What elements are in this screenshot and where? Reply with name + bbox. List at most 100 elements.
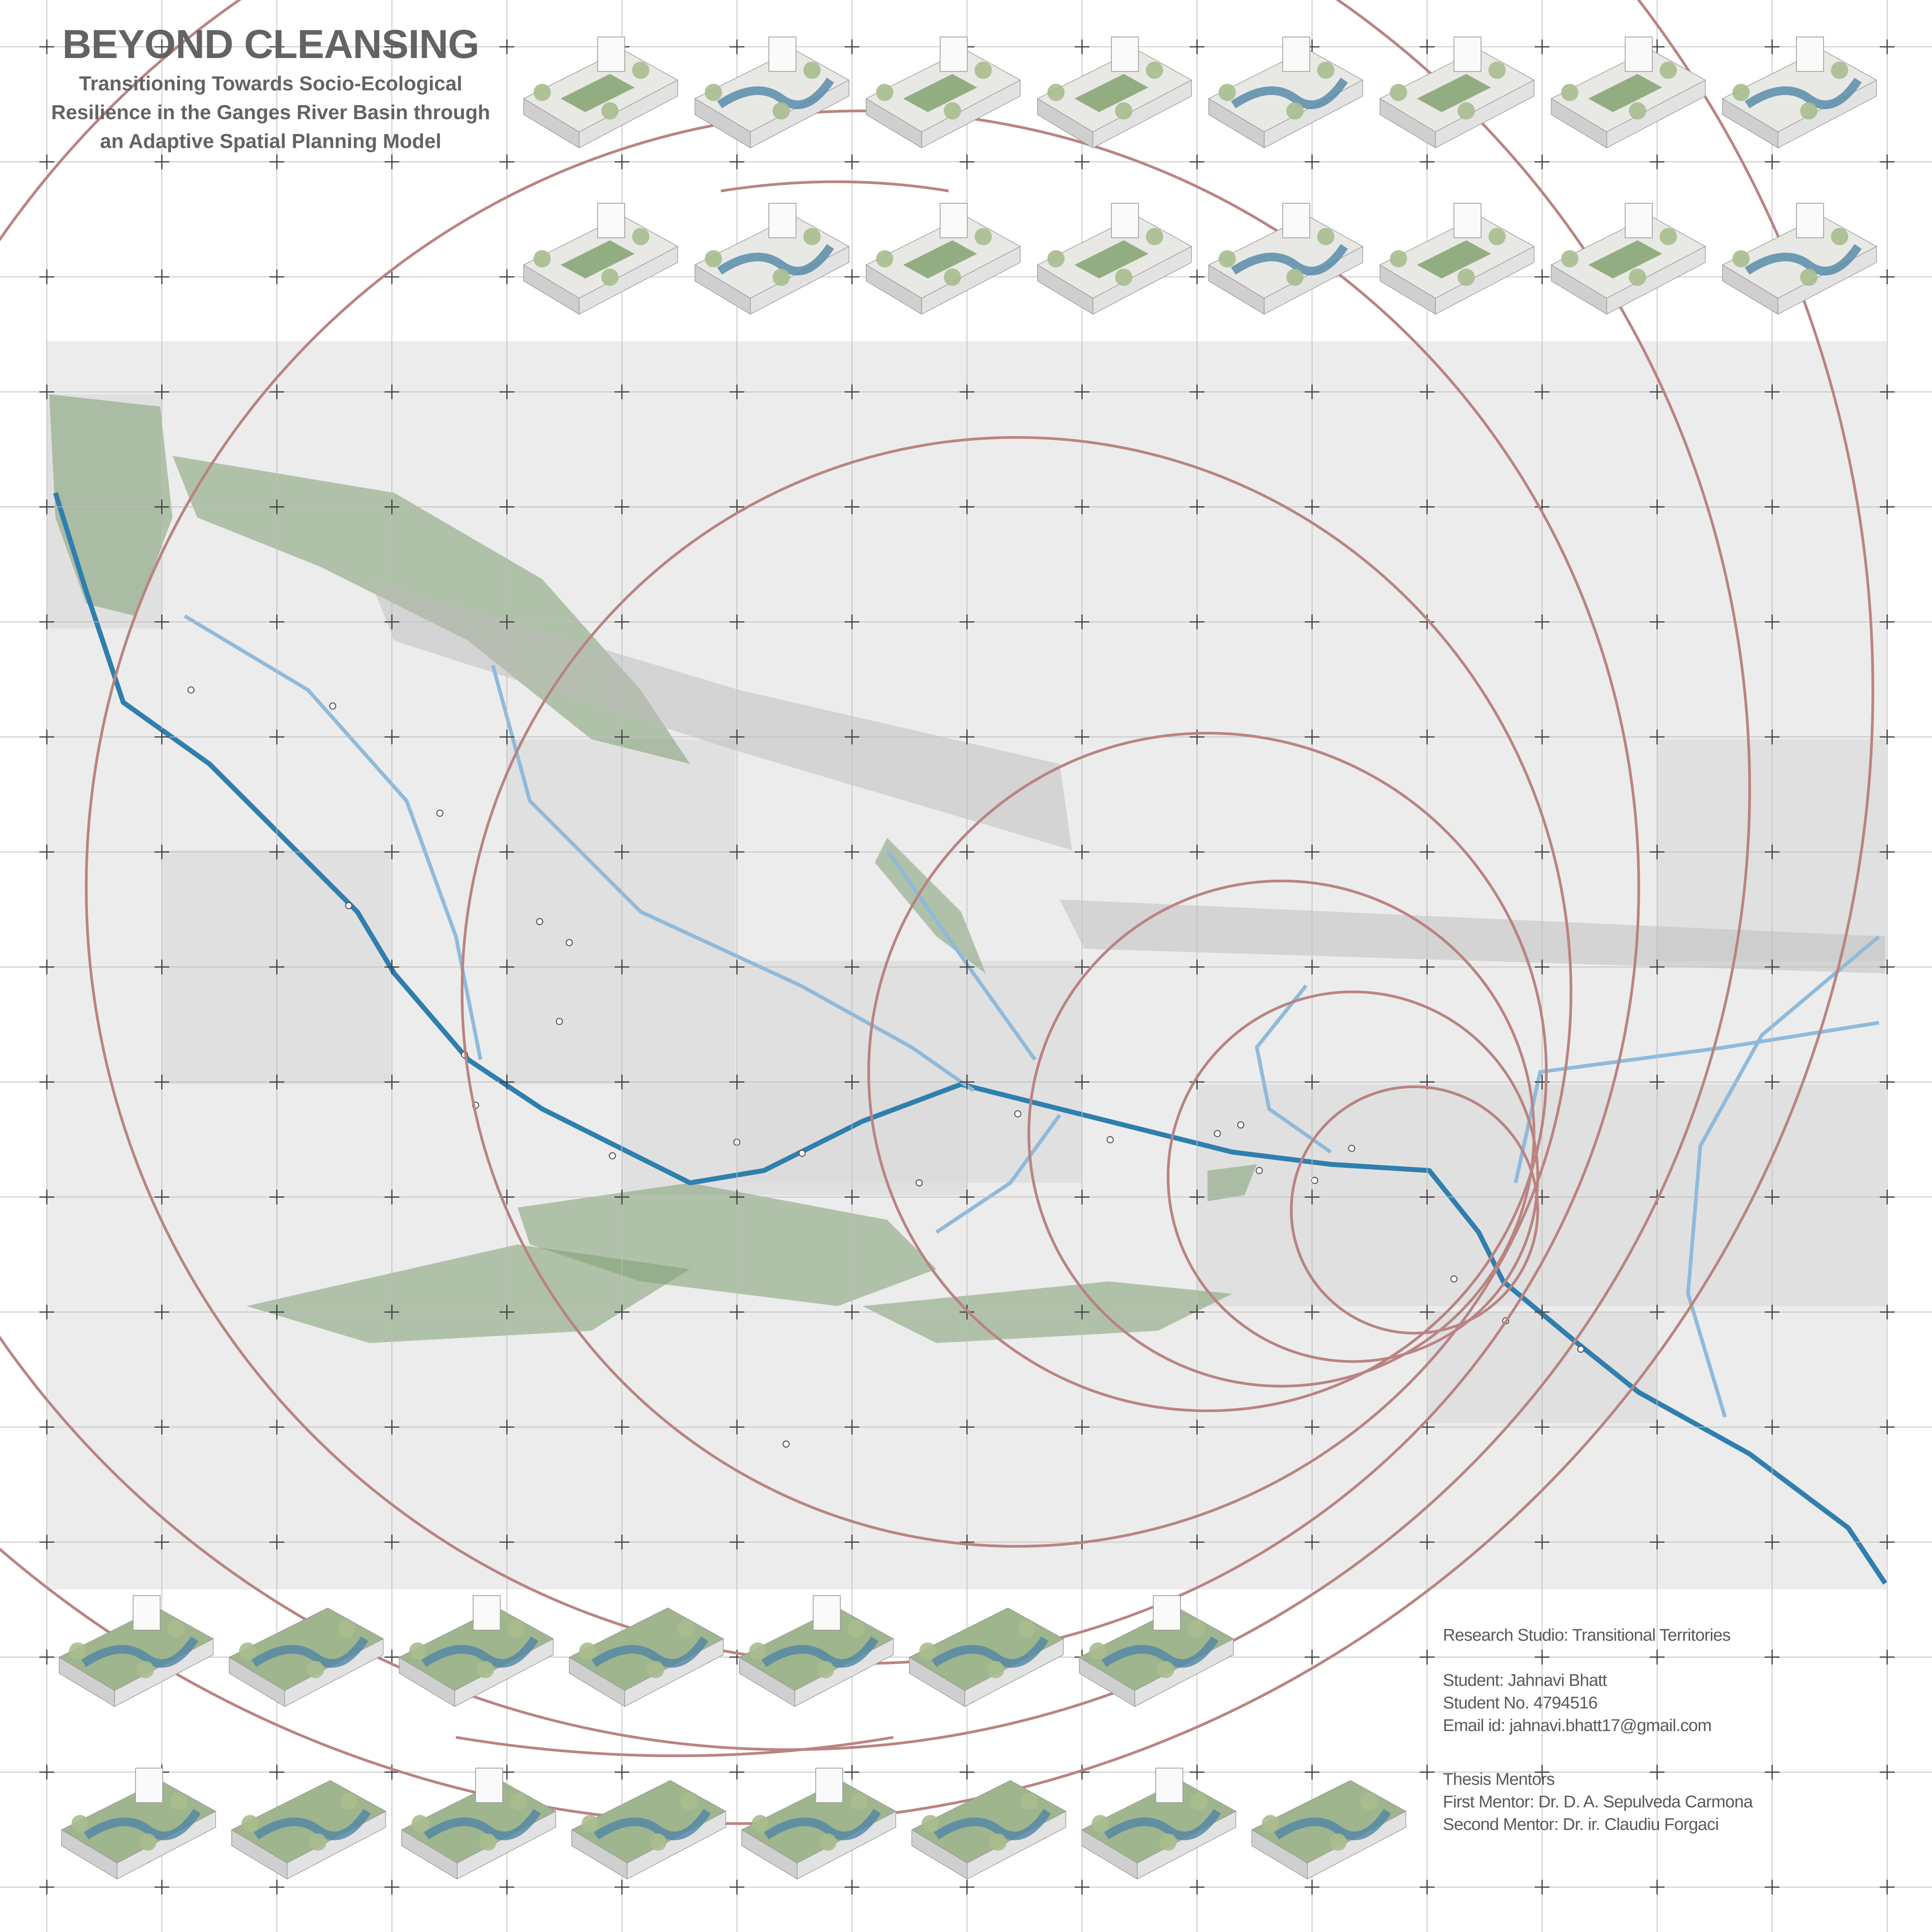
grid-cross <box>1650 729 1665 745</box>
scene-tree <box>1115 102 1132 120</box>
scene-building <box>1625 36 1653 72</box>
grid-cross <box>844 960 859 975</box>
scene-tree <box>239 1642 257 1660</box>
isometric-scene <box>523 36 678 149</box>
grid-cross <box>1650 1765 1665 1780</box>
grid-cross <box>1765 844 1780 859</box>
isometric-scene <box>1379 203 1535 315</box>
scene-tree <box>579 1642 597 1660</box>
scene-green <box>1074 240 1148 279</box>
grid-cross <box>614 1879 629 1895</box>
grid-cross <box>1420 1420 1435 1435</box>
grid-cross <box>1305 1650 1320 1665</box>
poster-title: BEYOND CLEANSING <box>62 22 479 67</box>
concentric-circles <box>0 0 1874 1825</box>
scene-tree <box>1800 268 1818 286</box>
scene-tree <box>876 84 893 101</box>
grid-cross <box>1420 1305 1435 1320</box>
planning-circle <box>1166 990 1539 1363</box>
grid-cross <box>1534 614 1550 629</box>
grid-cross <box>1765 614 1780 629</box>
city-marker <box>556 1018 563 1025</box>
grid-cross <box>1765 1879 1780 1895</box>
scene-water <box>1745 77 1862 109</box>
grid-cross <box>154 1534 169 1550</box>
city-marker <box>1450 1275 1458 1283</box>
grid-cross <box>384 1305 400 1320</box>
grid-cross <box>1189 1189 1205 1205</box>
scene-tree <box>847 1620 865 1638</box>
scene-building <box>1111 203 1139 238</box>
grid-cross <box>1420 844 1435 859</box>
city-marker <box>1256 1167 1263 1174</box>
grid-cross <box>1189 499 1205 514</box>
isometric-scene <box>231 1780 386 1880</box>
grid-cross <box>1189 39 1205 55</box>
grid-cross <box>154 729 169 745</box>
grid-cross <box>384 614 400 629</box>
grid-cross <box>1305 614 1320 629</box>
scene-tree <box>803 62 821 79</box>
scene-tree <box>1390 250 1407 268</box>
scene-tree <box>533 250 551 268</box>
scene-water <box>1745 244 1862 276</box>
grid-cross <box>1189 844 1205 859</box>
grid-cross <box>39 154 55 169</box>
scene-building <box>1111 36 1139 72</box>
grid-cross <box>729 1534 745 1550</box>
scene-tree <box>1286 102 1304 120</box>
isometric-scene <box>58 1595 214 1707</box>
grid-cross <box>1534 154 1550 169</box>
grid-cross <box>960 154 975 169</box>
scene-tree <box>987 1661 1004 1678</box>
grid-cross <box>269 1074 284 1090</box>
grid-cross <box>960 1420 975 1435</box>
scene-tree <box>1047 250 1065 268</box>
city-marker <box>565 939 573 946</box>
vegetation-area <box>1207 1164 1257 1201</box>
grid-cross <box>384 1420 400 1435</box>
grid-cross <box>1074 729 1090 745</box>
city-marker <box>1311 1176 1319 1184</box>
scene-tree <box>1732 250 1750 268</box>
grid-cross <box>960 729 975 745</box>
scene-tree <box>1488 228 1506 245</box>
grid-cross <box>960 384 975 400</box>
grid-cross <box>1305 1074 1320 1090</box>
grid-cross <box>614 960 629 975</box>
planning-circle <box>1290 1085 1539 1335</box>
first-mentor: First Mentor: Dr. D. A. Sepulveda Carmon… <box>1443 1792 1753 1811</box>
grid-cross <box>1305 1189 1320 1205</box>
scene-tree <box>409 1642 426 1660</box>
map-shade-tile <box>506 739 736 1085</box>
scene-water <box>1274 1809 1391 1840</box>
grid-cross <box>1650 499 1665 514</box>
city-marker <box>436 810 444 817</box>
vegetation-area <box>246 1244 690 1343</box>
grid-cross <box>844 1534 859 1550</box>
grid-cross <box>1074 154 1090 169</box>
grid-cross <box>39 269 55 284</box>
grid-cross <box>154 1189 169 1205</box>
planning-circle <box>460 436 1573 1548</box>
scene-tree <box>751 1815 769 1832</box>
grid-cross <box>1189 1534 1205 1550</box>
isometric-scene <box>911 1780 1067 1880</box>
isometric-scene <box>1550 203 1706 315</box>
grid-cross <box>499 1879 514 1895</box>
scene-tree <box>340 1793 358 1810</box>
grid-cross <box>269 1879 284 1895</box>
grid-cross <box>39 1420 55 1435</box>
scene-tree <box>1092 1815 1109 1832</box>
grid-cross <box>1420 1189 1435 1205</box>
scene-water <box>934 1809 1051 1840</box>
grid-cross <box>729 1189 745 1205</box>
scene-water <box>1104 1809 1221 1840</box>
scene-tree <box>309 1833 327 1851</box>
grid-cross <box>1879 1534 1895 1550</box>
isometric-scene <box>694 203 850 315</box>
grid-cross <box>614 1074 629 1090</box>
ganges-basin-map <box>47 341 1888 1590</box>
scene-tree <box>71 1815 89 1832</box>
grid-cross <box>1189 960 1205 975</box>
